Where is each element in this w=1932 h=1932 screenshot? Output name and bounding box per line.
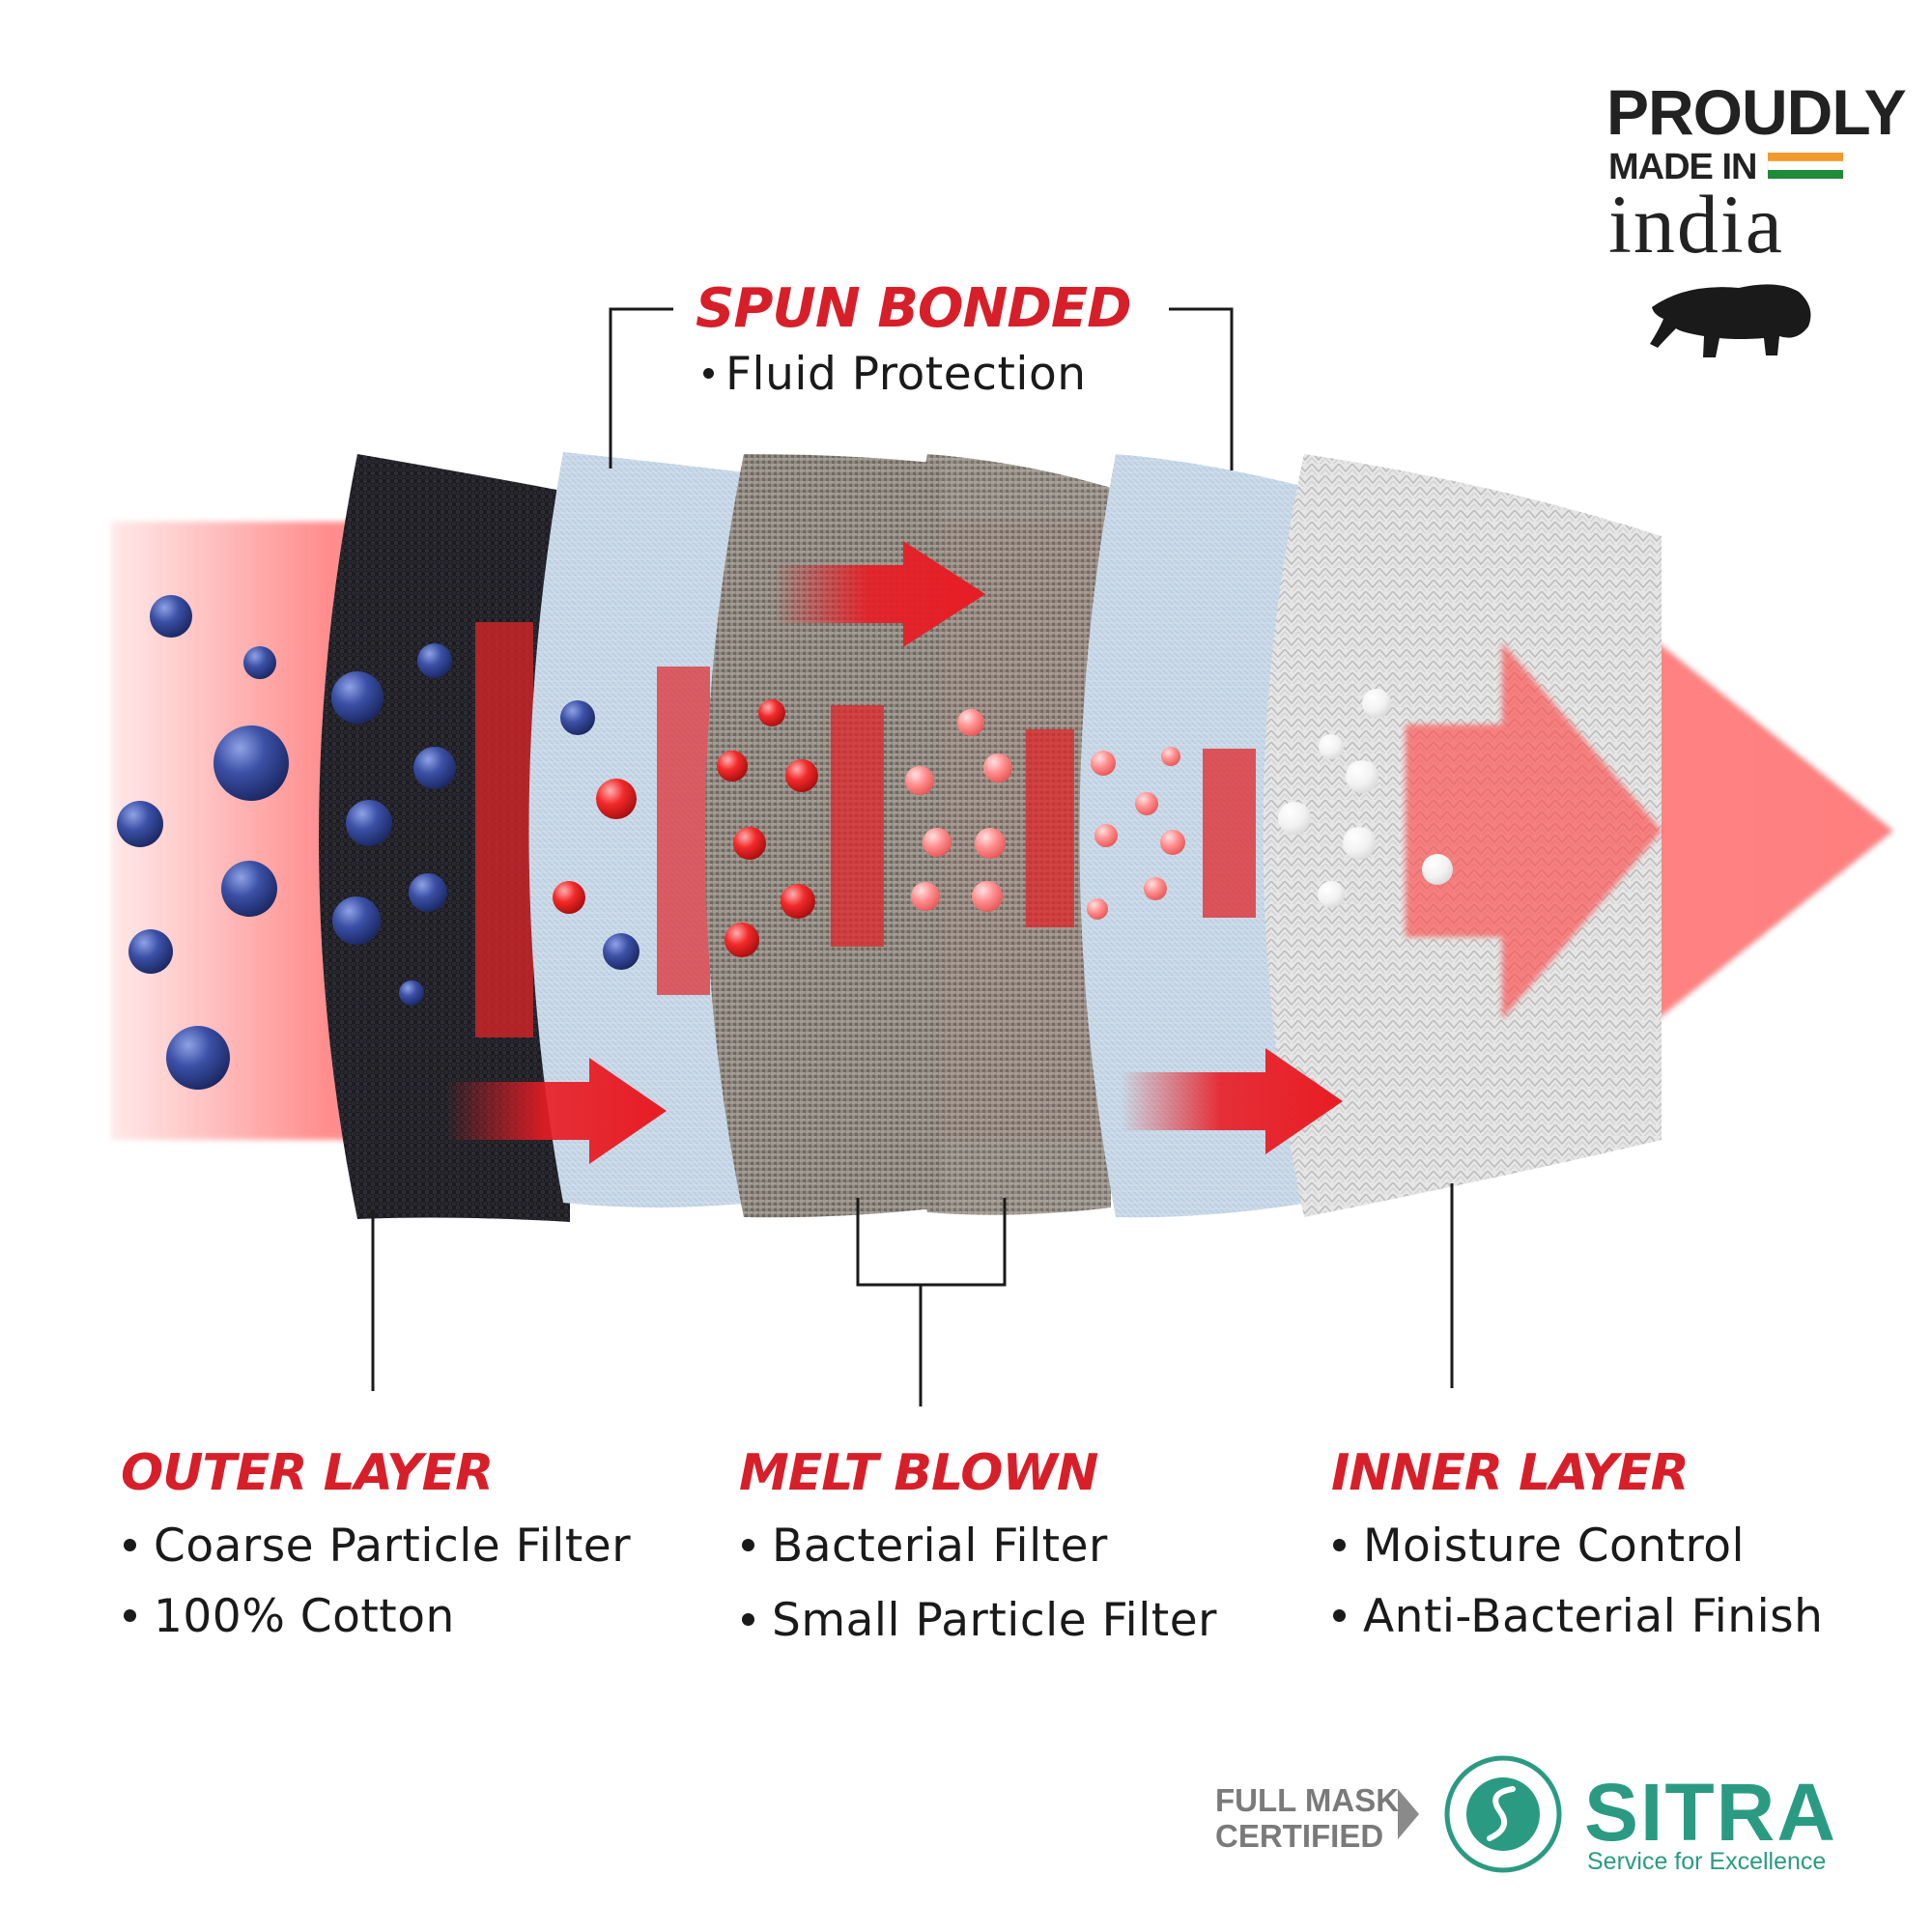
- sitra-tagline: Service for Excellence: [1587, 1848, 1827, 1875]
- spun-bonded-title: SPUN BONDED: [696, 277, 1132, 340]
- inner-layer-title: INNER LAYER: [1331, 1444, 1690, 1502]
- inner-layer-fabric: [1263, 454, 1662, 1217]
- cert-full-mask: FULL MASK: [1215, 1782, 1400, 1818]
- flow-arrow-top-middle: [773, 541, 985, 647]
- inner-layer-bullet-2: Anti-Bacterial Finish: [1333, 1590, 1823, 1643]
- badge-india: india: [1608, 178, 1784, 270]
- outer-layer-bullet-1: Coarse Particle Filter: [124, 1520, 631, 1573]
- particles-blue: [117, 595, 639, 1090]
- outer-layer-bullet-2: 100% Cotton: [124, 1590, 455, 1643]
- sitra-logo-name: SITRA: [1584, 1767, 1837, 1858]
- inner-layer-bullet-1: Moisture Control: [1333, 1520, 1745, 1573]
- exit-arrow-icon: [1406, 642, 1662, 1019]
- flow-arrow-bottom-left: [444, 1058, 667, 1164]
- badge-proudly: PROUDLY: [1606, 76, 1907, 148]
- melt-blown-bullet-2: Small Particle Filter: [742, 1594, 1217, 1647]
- outer-layer-title: OUTER LAYER: [121, 1444, 494, 1502]
- spun-bonded-bullet: Fluid Protection: [703, 348, 1087, 401]
- melt-blown-fabric-1: [705, 454, 942, 1218]
- lion-icon: [1650, 284, 1811, 357]
- sitra-seal-icon: [1444, 1755, 1562, 1873]
- certified-arrow-icon: [1398, 1789, 1419, 1839]
- spun-bonded-outer-fabric: [528, 452, 753, 1208]
- particles-red: [553, 699, 818, 957]
- melt-blown-title: MELT BLOWN: [739, 1444, 1098, 1502]
- badge-made-in: MADE IN: [1608, 147, 1757, 187]
- melt-blown-bullet-1: Bacterial Filter: [742, 1520, 1108, 1573]
- spun-bonded-inner-fabric: [1079, 454, 1309, 1218]
- outer-layer-fabric: [319, 454, 570, 1222]
- flow-arrow-bottom-right: [1121, 1048, 1343, 1154]
- particles-pink: [905, 709, 1185, 920]
- cert-certified: CERTIFIED: [1215, 1818, 1384, 1854]
- india-flag-stripes: [1767, 153, 1844, 179]
- particles-white: [1278, 689, 1453, 908]
- callout-lines: [371, 307, 1454, 1406]
